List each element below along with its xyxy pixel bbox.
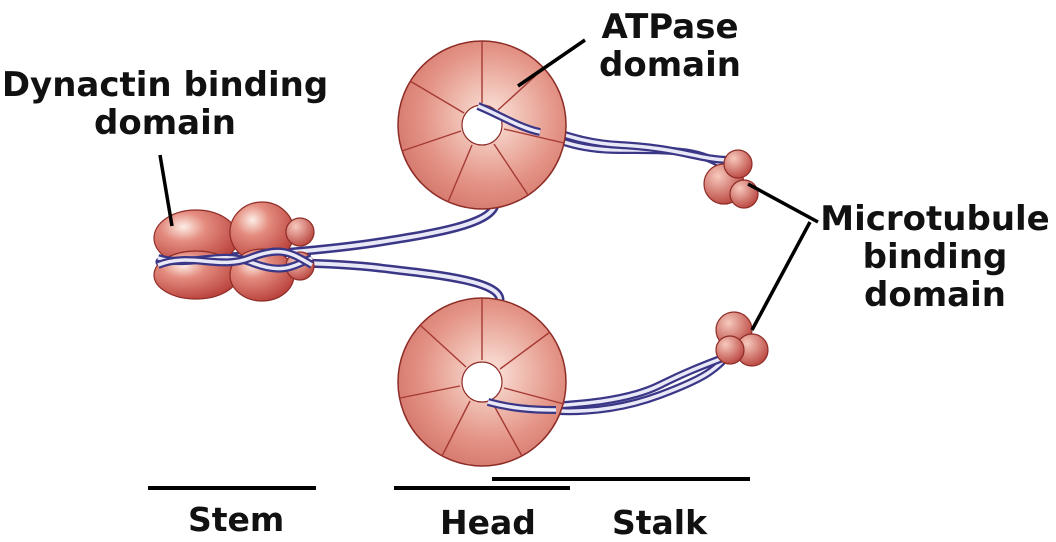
head-label: Head	[440, 503, 536, 542]
ring-strand-overlay	[476, 102, 557, 414]
leader-mt-top	[747, 182, 819, 224]
region-bars	[148, 477, 750, 490]
atpase-domain-label: ATPase domain	[585, 8, 755, 84]
stalk-label: Stalk	[612, 503, 708, 542]
dynactin-label-line2: domain	[94, 103, 236, 144]
bottom-head-ring	[397, 297, 567, 467]
stem-strand-overlay	[156, 247, 315, 273]
stem-label: Stem	[188, 500, 285, 539]
top-head-ring	[397, 40, 567, 210]
mt-label-line1: Microtubule	[820, 199, 1050, 239]
leader-dynactin	[158, 154, 174, 227]
leader-mt-bottom	[750, 221, 812, 331]
leader-lines	[158, 38, 819, 331]
mt-label-line2: binding	[862, 237, 1008, 278]
atpase-label-line1: ATPase	[601, 7, 739, 47]
microtubule-binding-bottom	[715, 311, 769, 367]
microtubule-binding-top	[703, 149, 759, 209]
leader-atpase	[517, 38, 586, 88]
microtubule-binding-domain-label: Microtubule binding domain	[815, 200, 1055, 314]
atpase-label-line2: domain	[599, 45, 741, 86]
dynactin-binding-domain-label: Dynactin binding domain	[0, 66, 330, 142]
dynactin-label-line1: Dynactin binding	[1, 65, 329, 105]
mt-label-line3: domain	[864, 275, 1006, 316]
